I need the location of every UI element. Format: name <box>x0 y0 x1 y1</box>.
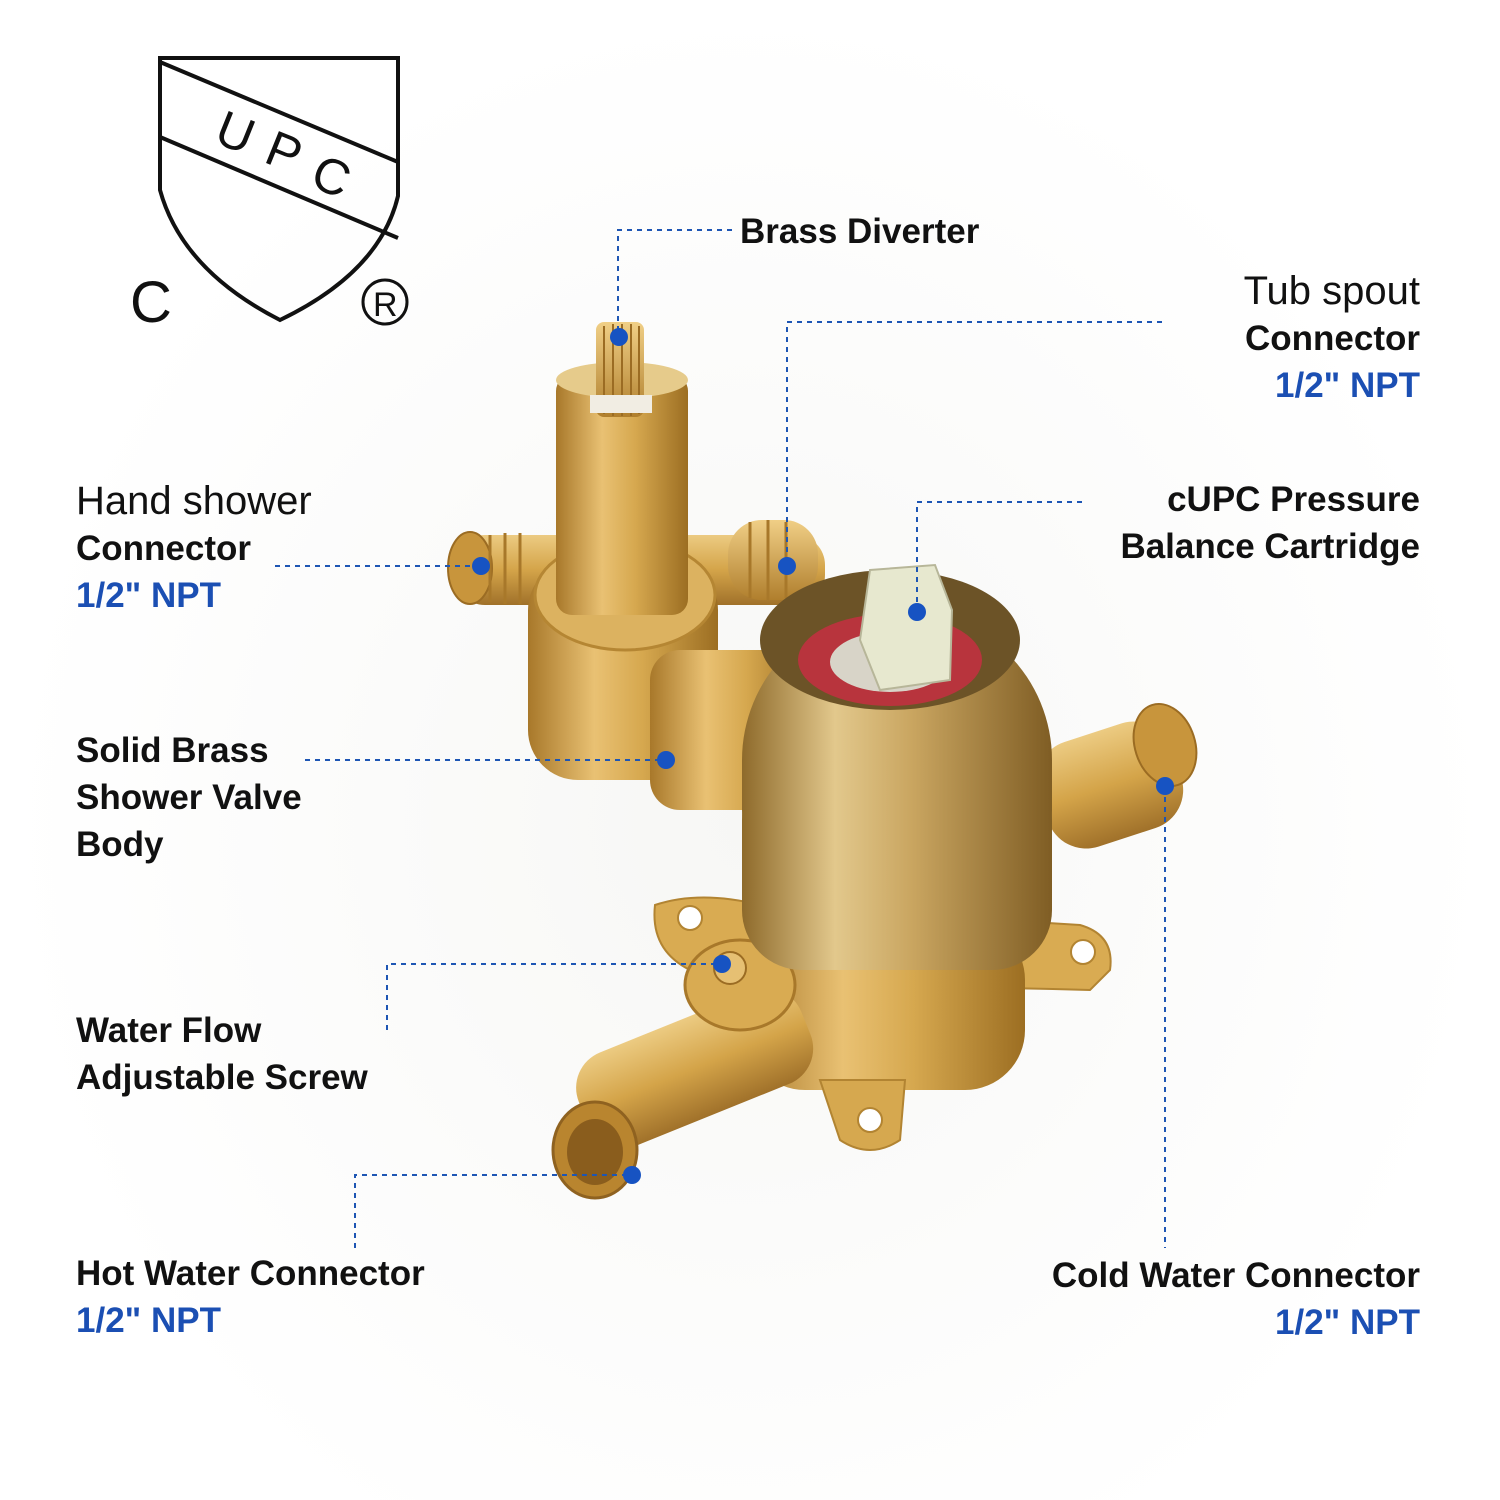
label-tub-spout: Tub spout Connector 1/2" NPT <box>1244 268 1420 409</box>
logo-letter-p: P <box>258 120 310 184</box>
cartridge-stem <box>858 563 954 692</box>
registered-mark-circle <box>361 278 409 326</box>
flange-hole-left <box>677 905 703 931</box>
cartridge-title: cUPC Pressure <box>1167 480 1420 519</box>
cartridge-subtitle: Balance Cartridge <box>1120 527 1420 566</box>
hot-water-size: 1/2" NPT <box>76 1301 221 1340</box>
dot-tub-spout <box>778 557 796 575</box>
flow-screw-line1: Water Flow <box>76 1011 262 1050</box>
hand-shower-subtitle: Connector <box>76 529 251 568</box>
valve-body-line2: Shower Valve <box>76 778 302 817</box>
flange-hole-right <box>1070 939 1096 965</box>
label-flow-screw: Water Flow Adjustable Screw <box>76 1007 368 1101</box>
flow-screw-boss <box>683 938 797 1032</box>
valve-body-line3: Body <box>76 825 164 864</box>
tub-spout-subtitle: Connector <box>1245 319 1420 358</box>
logo-letter-u: U <box>208 100 262 165</box>
label-valve-body: Solid Brass Shower Valve Body <box>76 727 302 868</box>
label-cold-water: Cold Water Connector 1/2" NPT <box>1052 1252 1420 1346</box>
shield-band-top <box>159 60 399 164</box>
hand-shower-title: Hand shower <box>76 479 312 523</box>
leader-lines <box>275 229 1166 1248</box>
dot-flow-screw <box>713 955 731 973</box>
hot-water-title: Hot Water Connector <box>76 1254 425 1293</box>
leader-flow-screw <box>386 963 722 1030</box>
label-hot-water: Hot Water Connector 1/2" NPT <box>76 1250 425 1344</box>
cold-water-port <box>1132 702 1198 788</box>
valve-body-line1: Solid Brass <box>76 731 269 770</box>
label-brass-diverter: Brass Diverter <box>740 208 979 255</box>
hand-shower-threads <box>488 533 522 604</box>
cartridge-cap-lower <box>742 760 1052 970</box>
shield-band-bottom <box>159 135 399 240</box>
dot-valve-body <box>657 751 675 769</box>
tub-spout-title: Tub spout <box>1243 269 1420 313</box>
flow-screw-line2: Adjustable Screw <box>76 1058 368 1097</box>
registered-mark-letter: R <box>373 286 398 324</box>
label-cartridge: cUPC Pressure Balance Cartridge <box>1120 476 1420 570</box>
cold-water-title: Cold Water Connector <box>1051 1256 1420 1295</box>
dot-cartridge <box>908 603 926 621</box>
logo-c-mark: C <box>130 270 172 335</box>
valve-body-drawing <box>447 322 1198 1200</box>
tub-spout-size: 1/2" NPT <box>1275 366 1420 405</box>
hand-shower-port <box>447 531 493 605</box>
leader-cartridge <box>916 501 1082 612</box>
upc-certification-logo: U P C C R <box>130 56 409 335</box>
leader-brass-diverter <box>617 229 732 335</box>
label-hand-shower: Hand shower Connector 1/2" NPT <box>76 478 312 619</box>
lower-tab-hole <box>857 1107 883 1133</box>
dot-cold-water <box>1156 777 1174 795</box>
dot-brass-diverter <box>610 328 628 346</box>
leader-tub-spout <box>786 321 1162 565</box>
logo-letter-c: C <box>304 144 358 209</box>
shield-outline <box>158 56 400 323</box>
hand-shower-size: 1/2" NPT <box>76 576 221 615</box>
leader-hot-water <box>354 1174 632 1248</box>
hot-water-bore <box>567 1119 623 1185</box>
brass-diverter-title: Brass Diverter <box>740 212 980 251</box>
leader-dots <box>472 328 1174 1184</box>
diverter-white-ring <box>590 395 652 413</box>
cold-water-size: 1/2" NPT <box>1275 1303 1420 1342</box>
dot-hand-shower <box>472 557 490 575</box>
dot-hot-water <box>623 1166 641 1184</box>
diverter-stem-sleeve <box>556 375 688 615</box>
